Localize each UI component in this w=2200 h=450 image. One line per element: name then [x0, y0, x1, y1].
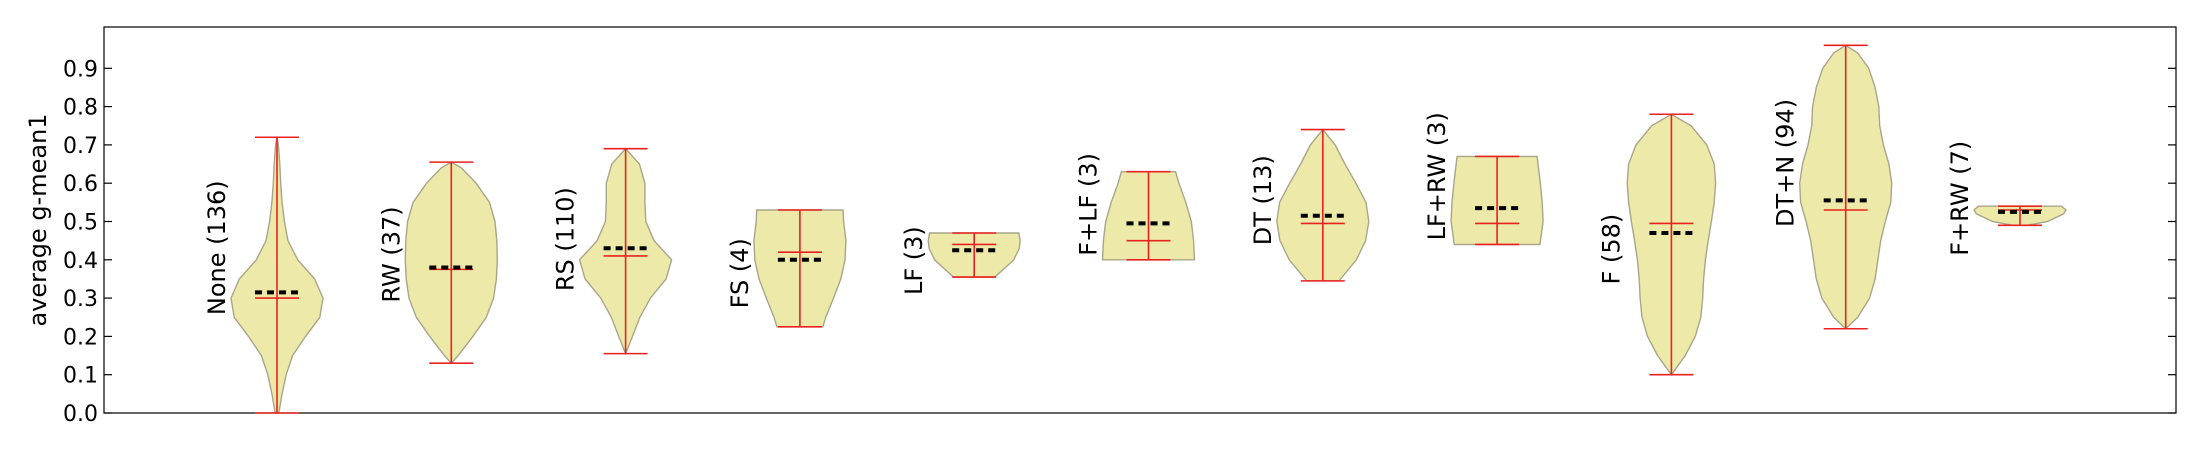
violin-8: LF+RW (3)	[1423, 112, 1544, 246]
category-label: DT+N (94)	[1772, 99, 1800, 227]
y-tick-label: 0.7	[63, 134, 98, 159]
y-axis: 0.0 0.1 0.2 0.3 0.4 0.5 0.6 0.7 0.8 0.9	[63, 57, 2176, 427]
violin-3: RS (110)	[552, 147, 673, 356]
violin-11: F+RW (7)	[1946, 141, 2067, 256]
category-label: None (136)	[203, 180, 231, 315]
violin-10: DT+N (94)	[1772, 44, 1893, 330]
y-tick-label: 0.2	[63, 325, 98, 350]
y-axis-label: average g-mean1	[24, 113, 52, 326]
y-tick-label: 0.0	[63, 402, 98, 427]
y-tick-label: 0.9	[63, 57, 98, 82]
violins-layer: None (136) RW (37) RS (110) FS (4) LF (3) F+L…	[203, 44, 2067, 414]
category-label: RW (37)	[377, 206, 405, 302]
y-tick-label: 0.1	[63, 364, 98, 389]
y-tick-label: 0.6	[63, 172, 98, 197]
category-label: F+RW (7)	[1946, 141, 1974, 256]
category-label: F (58)	[1597, 214, 1625, 285]
violin-5: LF (3)	[900, 226, 1021, 295]
violin-6: F+LF (3)	[1075, 153, 1196, 261]
category-label: FS (4)	[726, 238, 754, 308]
category-label: RS (110)	[552, 187, 580, 291]
violin-4: FS (4)	[726, 209, 847, 328]
violin-2: RW (37)	[377, 161, 499, 365]
violin-7: DT (13)	[1249, 128, 1370, 282]
y-tick-label: 0.3	[63, 287, 98, 312]
y-tick-label: 0.5	[63, 211, 98, 236]
category-label: F+LF (3)	[1075, 153, 1103, 256]
category-label: LF (3)	[900, 226, 928, 295]
y-tick-label: 0.4	[63, 249, 98, 274]
y-tick-label: 0.8	[63, 96, 98, 121]
violin-9: F (58)	[1597, 113, 1717, 376]
category-label: DT (13)	[1249, 155, 1277, 245]
violin-1: None (136)	[203, 136, 324, 414]
category-label: LF+RW (3)	[1423, 112, 1451, 240]
